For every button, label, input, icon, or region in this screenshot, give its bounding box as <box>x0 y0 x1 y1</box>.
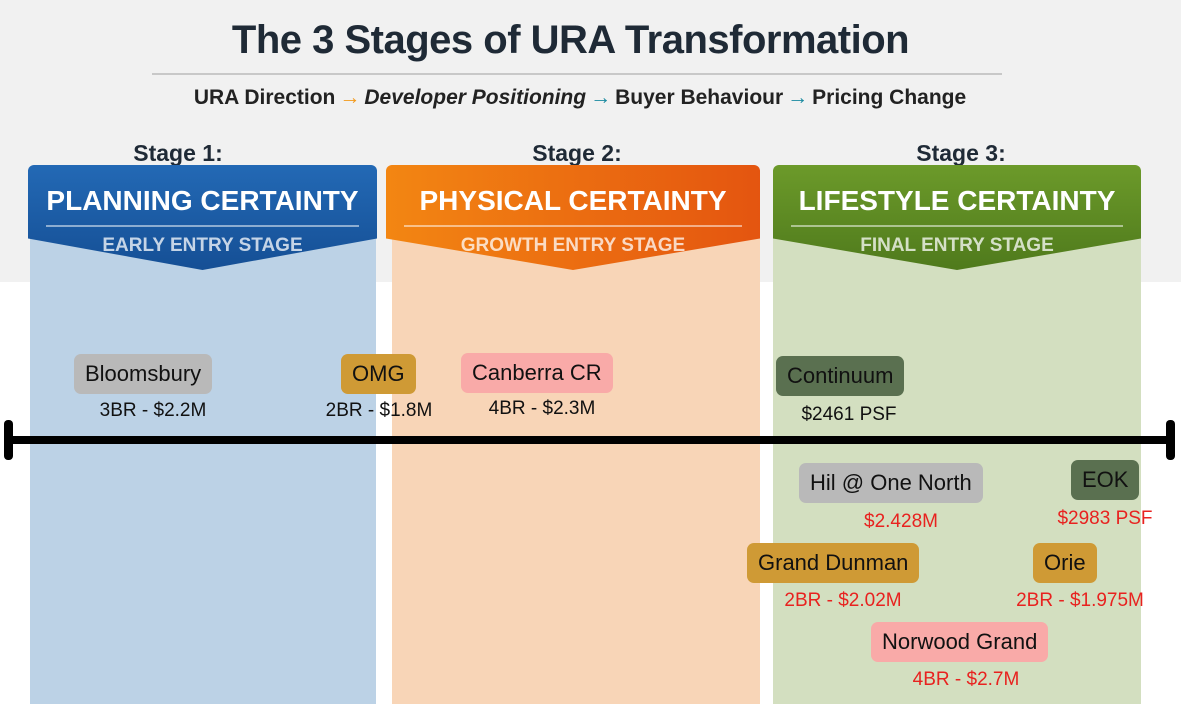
flow-step: Buyer Behaviour <box>615 86 784 109</box>
project-price: 3BR - $2.2M <box>99 400 207 421</box>
stage-2-column <box>392 230 760 704</box>
project-price: 2BR - $2.02M <box>784 590 902 611</box>
stage-label: Stage 1: <box>133 140 223 166</box>
timeline-start-cap <box>4 420 13 460</box>
arrow-icon: → <box>590 86 612 109</box>
project-price: $2983 PSF <box>1057 508 1153 529</box>
stage-subheading: GROWTH ENTRY STAGE <box>460 235 686 256</box>
flow-line: URA Direction→Developer Positioning→Buye… <box>0 86 1160 110</box>
timeline-end-cap <box>1166 420 1175 460</box>
project-tag: OMG <box>341 354 416 394</box>
project-price: 2BR - $1.975M <box>1016 590 1144 611</box>
flow-step: Pricing Change <box>812 86 967 109</box>
project-tag: Canberra CR <box>461 353 613 393</box>
stage-1-column <box>30 230 376 704</box>
stage-subheading: FINAL ENTRY STAGE <box>860 235 1054 256</box>
project-tag: EOK <box>1071 460 1140 500</box>
flow-step: Developer Positioning <box>364 86 587 109</box>
page-title: The 3 Stages of URA Transformation <box>231 18 910 62</box>
project-tag: Hil @ One North <box>799 463 983 503</box>
flow-step: URA Direction <box>193 86 336 109</box>
stage-heading: LIFESTYLE CERTAINTY <box>798 185 1116 216</box>
project-price: 4BR - $2.3M <box>488 398 596 419</box>
stage-subheading: EARLY ENTRY STAGE <box>102 235 303 256</box>
timeline-axis <box>8 436 1174 444</box>
arrow-icon: → <box>787 86 809 109</box>
project-price: $2.428M <box>864 511 938 532</box>
project-price: 4BR - $2.7M <box>912 669 1020 690</box>
project-tag: Continuum <box>776 356 905 396</box>
stage-heading: PHYSICAL CERTAINTY <box>419 185 727 216</box>
project-tag: Grand Dunman <box>747 543 920 583</box>
stage-label: Stage 3: <box>916 140 1006 166</box>
stage-label: Stage 2: <box>532 140 622 166</box>
project-tag: Orie <box>1033 543 1097 583</box>
project-price: $2461 PSF <box>801 404 897 425</box>
arrow-icon: → <box>339 86 361 109</box>
divider <box>152 73 1002 75</box>
project-tag: Bloomsbury <box>74 354 213 394</box>
project-tag: Norwood Grand <box>871 622 1049 662</box>
stage-heading: PLANNING CERTAINTY <box>46 185 359 216</box>
project-price: 2BR - $1.8M <box>325 400 433 421</box>
